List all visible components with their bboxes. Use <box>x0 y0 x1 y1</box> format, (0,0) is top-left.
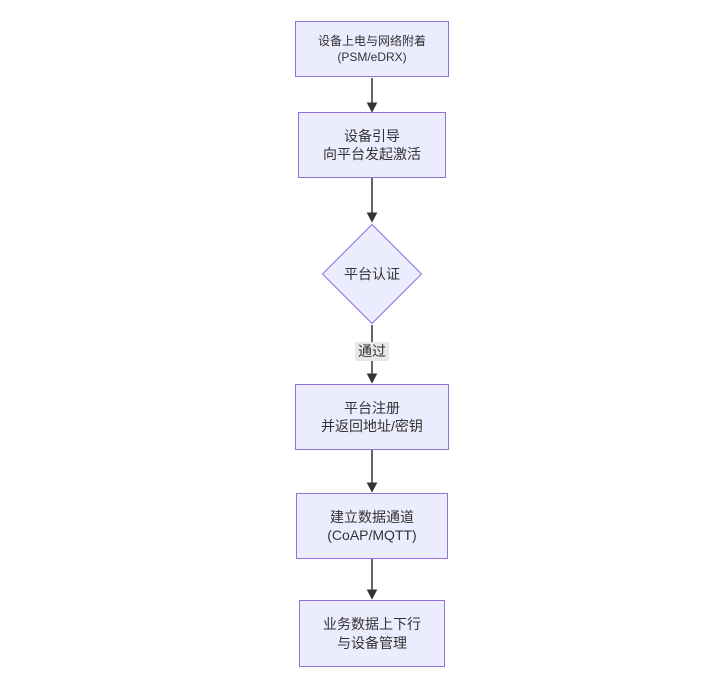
arrow-down-icon <box>366 102 378 113</box>
node-bootstrap-line2: 向平台发起激活 <box>323 146 421 162</box>
node-register-line1: 平台注册 <box>344 399 400 416</box>
flow-edge-power-to-bootstrap <box>366 78 378 113</box>
node-register: 平台注册 并返回地址/密钥 <box>295 384 449 450</box>
arrow-down-icon <box>366 482 378 493</box>
node-register-line2: 并返回地址/密钥 <box>321 418 423 434</box>
node-power-attach: 设备上电与网络附着 (PSM/eDRX) <box>295 21 449 77</box>
arrow-down-icon <box>366 212 378 223</box>
node-business-data-line1: 业务数据上下行 <box>323 616 421 633</box>
node-data-channel-line1: 建立数据通道 <box>330 508 414 525</box>
node-power-attach-line2: (PSM/eDRX) <box>337 50 407 64</box>
node-auth-decision-label: 平台认证 <box>344 266 400 282</box>
flow-edge-channel-to-business <box>366 559 378 600</box>
arrow-down-icon <box>366 373 378 384</box>
node-power-attach-line1: 设备上电与网络附着 <box>317 33 426 48</box>
flow-edge-register-to-channel <box>366 450 378 493</box>
node-data-channel: 建立数据通道 (CoAP/MQTT) <box>296 493 448 559</box>
node-bootstrap: 设备引导 向平台发起激活 <box>298 112 446 178</box>
node-business-data-line2: 与设备管理 <box>337 634 407 651</box>
node-bootstrap-line1: 设备引导 <box>344 127 400 144</box>
flow-edge-bootstrap-to-auth <box>366 178 378 223</box>
arrow-down-icon <box>366 589 378 600</box>
edge-label-pass: 通过 <box>355 342 389 361</box>
node-data-channel-line2: (CoAP/MQTT) <box>327 527 417 543</box>
node-business-data: 业务数据上下行 与设备管理 <box>299 600 445 667</box>
node-auth-decision: 平台认证 <box>321 223 423 325</box>
